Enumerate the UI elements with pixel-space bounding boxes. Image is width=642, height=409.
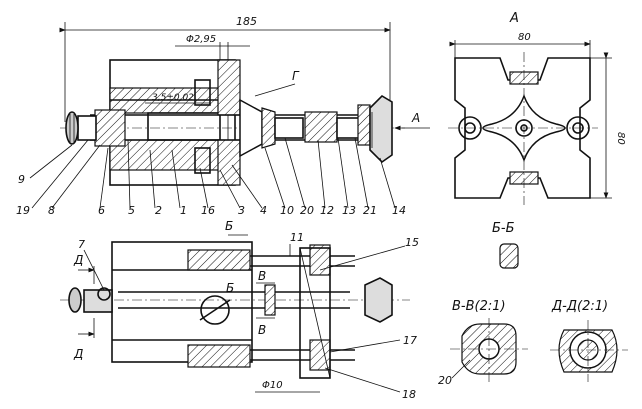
part-number-11: 11 <box>290 231 304 244</box>
part-number-14: 14 <box>392 204 406 217</box>
section-vv-title: В-В(2:1) <box>452 299 506 314</box>
part-number-19: 19 <box>16 204 30 217</box>
view-a-title: A <box>509 11 519 26</box>
part-number-21: 21 <box>363 204 377 217</box>
part-number-2: 2 <box>155 204 162 217</box>
part-number-10: 10 <box>280 204 294 217</box>
part-number-18: 18 <box>402 388 416 401</box>
mark-b-top: Б <box>225 219 233 233</box>
part-number-5: 5 <box>128 204 135 217</box>
section-dd: Д-Д(2:1) <box>550 299 628 382</box>
part-number-20: 20 <box>300 204 314 217</box>
section-bb: Б-Б <box>492 221 519 269</box>
dim-diameter-295: Φ2,95 <box>186 34 216 45</box>
part-number-9: 9 <box>18 173 25 186</box>
view-height-label: 80 <box>615 132 626 145</box>
view-a: A 80 80 <box>448 11 626 205</box>
view-a-arrow-label: A <box>411 111 420 125</box>
part-number-6: 6 <box>98 204 105 217</box>
section-bb-title: Б-Б <box>492 221 515 236</box>
mark-b-mid: Б <box>226 281 234 295</box>
part-number-7: 7 <box>78 238 85 251</box>
mark-d-top: Д <box>73 253 83 267</box>
part-number-8: 8 <box>48 204 55 217</box>
part-number-3: 3 <box>238 204 245 217</box>
plan-view: Б Б В В Д Д 7 11 15 17 18 Φ10 <box>60 219 419 401</box>
dim-overall-length: 185 <box>236 15 257 28</box>
section-dd-title: Д-Д(2:1) <box>551 299 608 314</box>
main-section-view: 185 Φ2,95 <box>16 15 430 217</box>
part-number-13: 13 <box>342 204 356 217</box>
mark-v-top: В <box>258 269 266 283</box>
mark-d-bottom: Д <box>73 347 83 361</box>
part-number-4: 4 <box>260 204 267 217</box>
section-vv: В-В(2:1) 20 <box>438 299 528 387</box>
part-number-16: 16 <box>201 204 215 217</box>
part-number-17: 17 <box>403 334 417 347</box>
part-number-15: 15 <box>405 236 419 249</box>
dim-diameter-10: Φ10 <box>262 380 283 391</box>
part-number-12: 12 <box>320 204 334 217</box>
mark-v-bottom: В <box>258 323 266 337</box>
part-number-1: 1 <box>180 204 187 217</box>
detail-g-label: Г <box>292 69 300 83</box>
dim-35: 3,5±0,02 <box>152 93 194 103</box>
view-width-label: 80 <box>518 32 531 43</box>
part-number-20-section: 20 <box>438 374 452 387</box>
